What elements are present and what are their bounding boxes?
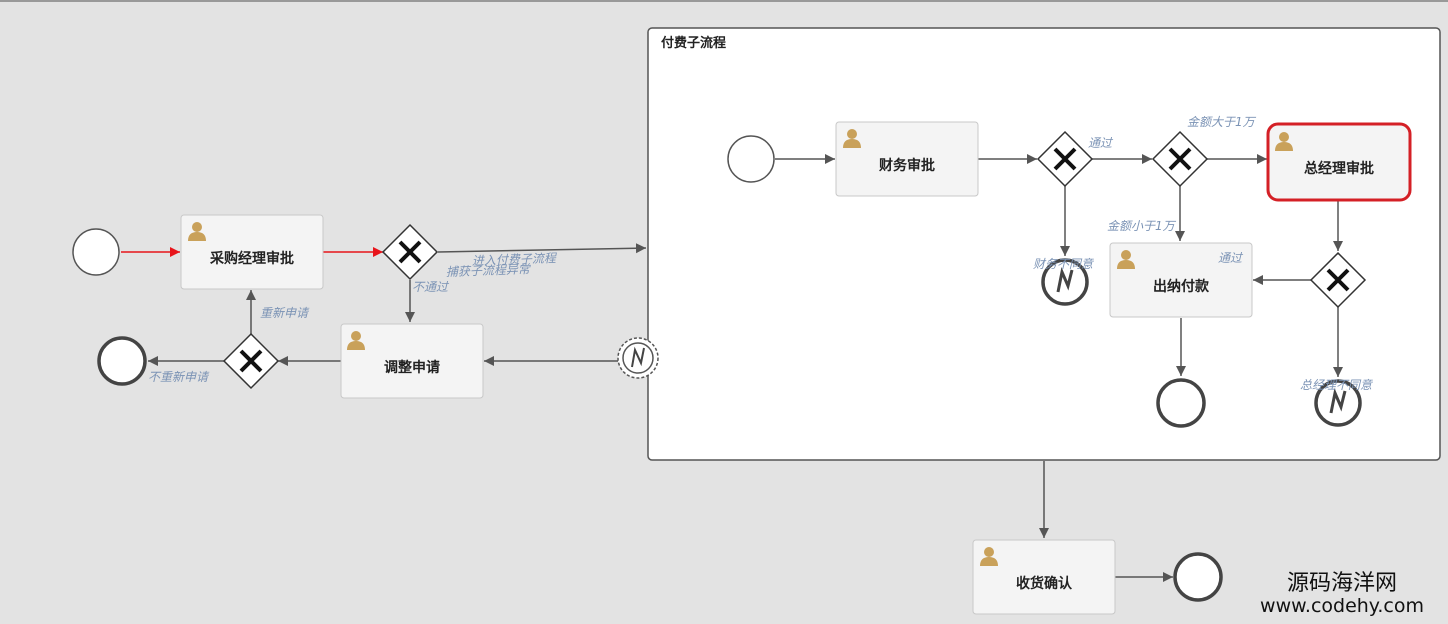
gateway-finance-decision[interactable] (1036, 130, 1094, 188)
label-pass-2: 通过 (1218, 251, 1244, 265)
task-cashier-payment[interactable]: 出纳付款 (1109, 242, 1253, 318)
lightning-icon (1056, 266, 1074, 293)
label-resubmit: 重新申请 (260, 306, 310, 320)
gateway-resubmit-decision[interactable] (222, 332, 280, 390)
label-amount-under-10k: 金额小于1万 (1107, 219, 1177, 233)
label-gm-reject: 总经理不同意 (1300, 378, 1374, 392)
gateway-purchase-decision[interactable] (381, 223, 439, 281)
task-label: 出纳付款 (1153, 278, 1210, 295)
boundary-error-event[interactable] (617, 337, 659, 379)
label-no-resubmit: 不重新申请 (148, 370, 210, 384)
subprocess-start-event[interactable] (727, 135, 775, 183)
subprocess-title: 付费子流程 (661, 35, 726, 51)
task-purchase-manager-approval[interactable]: 采购经理审批 (180, 214, 324, 290)
x-icon (1168, 147, 1192, 171)
label-finance-reject: 财务不同意 (1033, 257, 1095, 271)
watermark: 源码海洋网 www.codehy.com (1260, 571, 1424, 617)
lightning-icon (1329, 387, 1347, 414)
end-event-main[interactable] (97, 336, 147, 386)
task-label: 总经理审批 (1304, 160, 1374, 177)
task-finance-approval[interactable]: 财务审批 (835, 121, 979, 197)
task-label: 采购经理审批 (209, 250, 294, 267)
task-label: 财务审批 (878, 157, 935, 174)
main-flows (121, 243, 1173, 582)
label-not-pass: 不通过 (412, 280, 450, 294)
lightning-icon (631, 346, 645, 368)
task-receipt-confirmation[interactable]: 收货确认 (972, 539, 1116, 615)
task-general-manager-approval[interactable]: 总经理审批 (1266, 122, 1412, 202)
x-icon (398, 240, 422, 264)
x-icon (1326, 268, 1350, 292)
label-catch-exception: 捕获子流程异常 (446, 262, 532, 279)
task-adjust-request[interactable]: 调整申请 (340, 323, 484, 399)
task-label: 收货确认 (1016, 575, 1073, 592)
label-amount-over-10k: 金额大于1万 (1187, 115, 1257, 129)
start-event[interactable] (72, 228, 120, 276)
gateway-amount-decision[interactable] (1151, 130, 1209, 188)
watermark-line1: 源码海洋网 (1287, 571, 1397, 596)
label-enter-subprocess: 进入付费子流程 (472, 251, 558, 268)
watermark-line2: www.codehy.com (1260, 595, 1424, 617)
x-icon (239, 349, 263, 373)
subprocess-end-event[interactable] (1156, 378, 1206, 428)
subprocess-flows (775, 154, 1343, 377)
end-event-final[interactable] (1173, 552, 1223, 602)
label-pass-1: 通过 (1088, 136, 1114, 150)
task-label: 调整申请 (384, 359, 440, 376)
flow-labels: 进入付费子流程 捕获子流程异常 不通过 重新申请 不重新申请 通过 金额大于1万… (148, 115, 1374, 392)
flow-enter-subprocess[interactable] (437, 243, 647, 254)
error-end-event-gm[interactable] (1314, 379, 1362, 427)
error-end-event-finance[interactable] (1041, 258, 1089, 306)
gateway-gm-decision[interactable] (1309, 251, 1367, 309)
x-icon (1053, 147, 1077, 171)
